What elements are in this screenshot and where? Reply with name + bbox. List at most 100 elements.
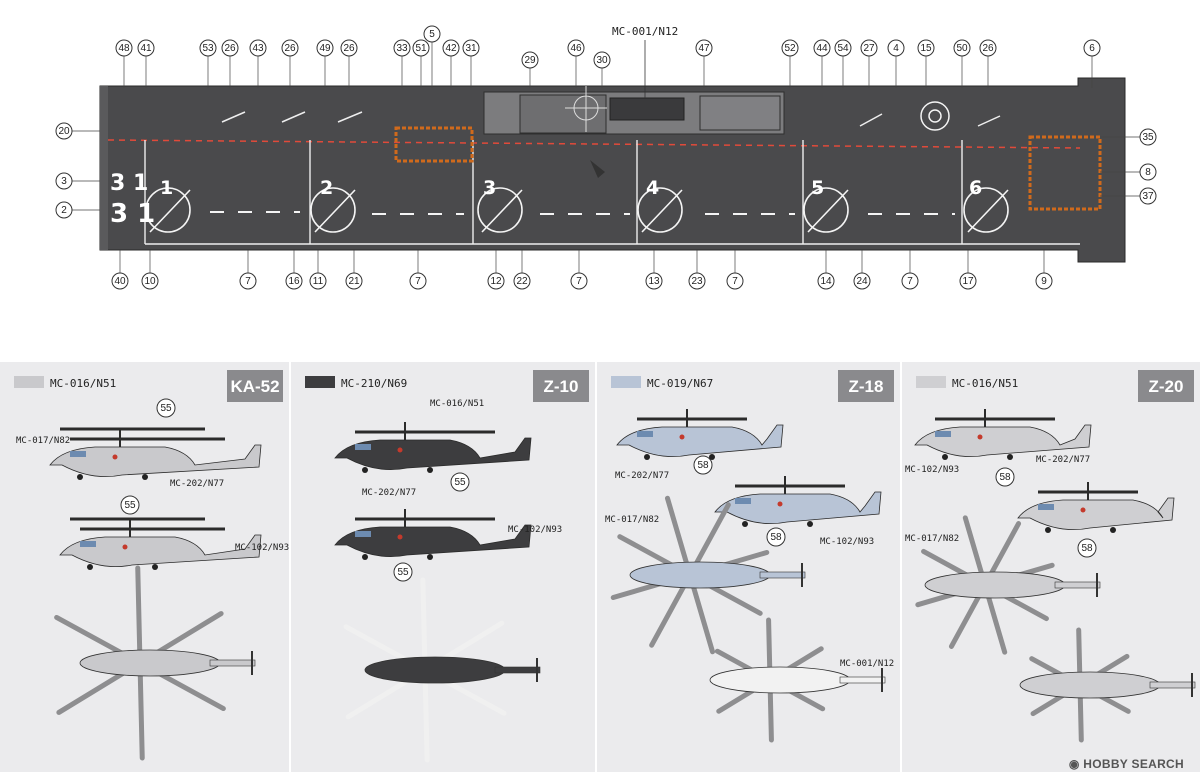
island-superstructure xyxy=(483,86,785,178)
callout-top-54: 54 xyxy=(834,39,852,88)
svg-text:11: 11 xyxy=(313,276,324,287)
callout-bottom-11: 11 xyxy=(309,250,327,290)
decal-callout-58: 58 xyxy=(766,527,786,547)
svg-text:13: 13 xyxy=(648,276,660,287)
panel-z-20: Z-20MC-016/N51MC-102/N93MC-202/N77MC-017… xyxy=(902,362,1200,772)
svg-text:15: 15 xyxy=(920,43,932,54)
panel-z-18: Z-18MC-019/N67MC-202/N77MC-102/N93MC-017… xyxy=(597,362,900,772)
bow-number-lower: 3 1 xyxy=(110,199,155,229)
panel-background xyxy=(0,362,289,772)
svg-text:58: 58 xyxy=(697,460,709,471)
callout-right-37: 37 xyxy=(1100,187,1157,205)
svg-text:7: 7 xyxy=(245,276,251,287)
paint-reference: MC-102/N93 xyxy=(905,465,959,475)
color-swatch xyxy=(916,376,946,388)
main-paint-reference: MC-019/N67 xyxy=(647,377,713,390)
paint-reference: MC-016/N51 xyxy=(430,399,484,409)
svg-text:37: 37 xyxy=(1142,191,1154,202)
callout-bottom-23: 23 xyxy=(688,250,706,290)
callout-left-2: 2 xyxy=(55,201,100,219)
paint-reference: MC-202/N77 xyxy=(362,488,416,498)
svg-text:58: 58 xyxy=(770,532,782,543)
side-view-1 xyxy=(49,427,262,480)
callout-bottom-16: 16 xyxy=(285,250,303,290)
paint-reference: MC-202/N77 xyxy=(170,479,224,489)
decal-callout-58: 58 xyxy=(693,455,713,475)
callout-bottom-7: 7 xyxy=(901,250,919,290)
callout-top-48: 48 xyxy=(115,39,133,88)
spot-number-6: 6 xyxy=(969,177,982,199)
panel-title-tab xyxy=(227,370,283,402)
svg-text:27: 27 xyxy=(863,43,875,54)
stern-helipad xyxy=(920,101,950,131)
svg-text:4: 4 xyxy=(893,43,899,54)
helicopter-panels: KA-52MC-016/N51MC-017/N82MC-202/N77MC-10… xyxy=(0,362,1200,772)
main-paint-reference: MC-016/N51 xyxy=(50,377,116,390)
paint-reference: MC-102/N93 xyxy=(820,537,874,547)
top-view xyxy=(915,515,1196,743)
svg-text:55: 55 xyxy=(160,403,172,414)
callout-right-35: 35 xyxy=(1100,128,1157,146)
svg-text:49: 49 xyxy=(319,43,331,54)
spot-number-1: 1 xyxy=(160,177,173,199)
callout-top-33: 33 xyxy=(393,39,411,88)
svg-text:47: 47 xyxy=(698,43,710,54)
hobby-search-logo-icon: ◉ xyxy=(1068,757,1084,771)
svg-text:44: 44 xyxy=(816,43,828,54)
callout-bottom-10: 10 xyxy=(141,250,159,290)
callout-bottom-14: 14 xyxy=(817,250,835,290)
svg-text:23: 23 xyxy=(691,276,703,287)
panel-background xyxy=(291,362,595,772)
svg-text:7: 7 xyxy=(907,276,913,287)
deck-surface xyxy=(99,77,1126,263)
svg-text:40: 40 xyxy=(114,276,126,287)
landing-spots xyxy=(145,187,1009,233)
spot-number-5: 5 xyxy=(811,177,824,199)
side-view-2 xyxy=(334,509,532,560)
svg-text:9: 9 xyxy=(1041,276,1047,287)
bow-edge xyxy=(100,86,108,250)
callout-bottom-7: 7 xyxy=(570,250,588,290)
svg-text:2: 2 xyxy=(61,205,67,216)
svg-text:53: 53 xyxy=(202,43,214,54)
paint-reference: MC-102/N93 xyxy=(508,525,562,535)
callout-right-8: 8 xyxy=(1100,163,1157,181)
svg-text:26: 26 xyxy=(343,43,355,54)
callout-top-5: 5 xyxy=(423,25,441,88)
svg-text:17: 17 xyxy=(962,276,974,287)
callout-top-31: 31 xyxy=(462,39,480,88)
svg-text:42: 42 xyxy=(445,43,457,54)
callout-bottom-7: 7 xyxy=(409,250,427,290)
callout-top-53: 53 xyxy=(199,39,217,88)
callout-bottom-7: 7 xyxy=(726,250,744,290)
main-paint-reference: MC-016/N51 xyxy=(952,377,1018,390)
svg-text:8: 8 xyxy=(1145,167,1151,178)
callout-top-42: 42 xyxy=(442,39,460,88)
main-paint-reference: MC-210/N69 xyxy=(341,377,407,390)
color-swatch xyxy=(611,376,641,388)
callout-top-50: 50 xyxy=(953,39,971,88)
svg-text:35: 35 xyxy=(1142,132,1154,143)
callout-top-26: 26 xyxy=(979,39,997,88)
callout-bottom-9: 9 xyxy=(1035,250,1053,290)
svg-text:20: 20 xyxy=(58,126,70,137)
callout-top-27: 27 xyxy=(860,39,878,88)
svg-text:55: 55 xyxy=(397,567,409,578)
callout-top-44: 44 xyxy=(813,39,831,88)
callout-top-47: 47 xyxy=(695,39,713,88)
svg-text:55: 55 xyxy=(454,477,466,488)
callout-top-46: 46 xyxy=(567,39,585,88)
panel-z-10: Z-10MC-210/N69MC-016/N51MC-202/N77MC-102… xyxy=(291,362,595,772)
color-swatch xyxy=(14,376,44,388)
callout-bottom-22: 22 xyxy=(513,250,531,290)
callout-top-6: 6 xyxy=(1083,39,1101,88)
paint-reference: MC-017/N82 xyxy=(16,436,70,446)
svg-text:22: 22 xyxy=(516,276,528,287)
panel-title: Z-18 xyxy=(849,377,884,396)
svg-text:55: 55 xyxy=(124,500,136,511)
svg-text:16: 16 xyxy=(288,276,300,287)
svg-text:26: 26 xyxy=(284,43,296,54)
svg-text:26: 26 xyxy=(982,43,994,54)
callout-bottom-12: 12 xyxy=(487,250,505,290)
